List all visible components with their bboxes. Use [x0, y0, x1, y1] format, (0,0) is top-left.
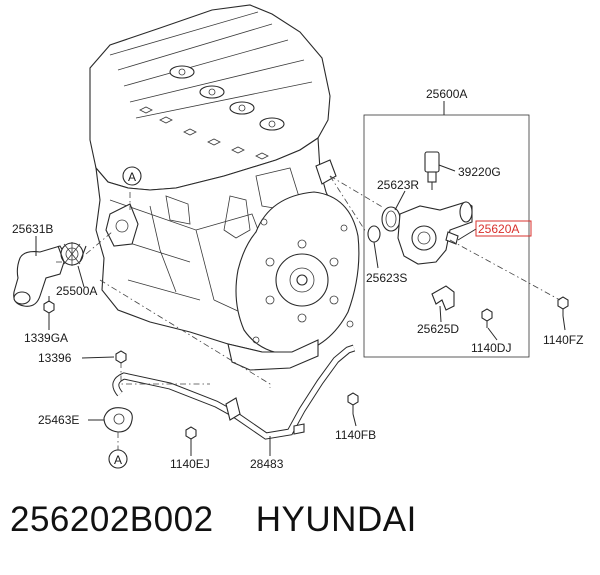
- callout-1140DJ[interactable]: 1140DJ: [471, 341, 511, 355]
- footer: 256202B002 HYUNDAI: [10, 500, 590, 560]
- water-pipe-28483[interactable]: [112, 344, 356, 440]
- phantom-lines: [56, 175, 561, 450]
- nut-13396[interactable]: [115, 350, 127, 364]
- callout-39220G[interactable]: 39220G: [458, 165, 501, 179]
- parts-diagram: A A 25600A 39220G 25623R 25620A 25623S 2…: [12, 4, 583, 471]
- marker-a-top-label: A: [128, 170, 136, 184]
- bolt-1140DJ[interactable]: [481, 308, 493, 328]
- callout-1140FZ[interactable]: 1140FZ: [543, 333, 583, 347]
- callout-1140FB[interactable]: 1140FB: [335, 428, 376, 442]
- thermostat-assembly: [13, 242, 133, 433]
- bolt-1339GA[interactable]: [43, 296, 55, 314]
- water-outlet-assembly: [367, 151, 493, 328]
- callout-25623S[interactable]: 25623S: [366, 271, 407, 285]
- gasket-25463E[interactable]: [103, 407, 133, 433]
- water-outlet-housing[interactable]: [397, 201, 473, 265]
- reference-marker-a-top: A: [122, 166, 142, 186]
- brand-name: HYUNDAI: [255, 500, 417, 539]
- spark-plug-wells: [169, 65, 285, 131]
- thermostat[interactable]: [57, 242, 87, 266]
- marker-a-bottom-label: A: [114, 453, 122, 467]
- bell-housing: [235, 191, 360, 355]
- reference-marker-a-bottom: A: [108, 449, 128, 469]
- gasket-25623S[interactable]: [367, 225, 381, 243]
- callout-25625D[interactable]: 25625D: [417, 322, 459, 336]
- callout-25500A[interactable]: 25500A: [56, 284, 97, 298]
- callout-25631B[interactable]: 25631B: [12, 222, 53, 236]
- engine-block: [89, 4, 360, 371]
- bolt-1140FZ[interactable]: [557, 296, 569, 316]
- callout-28483[interactable]: 28483: [250, 457, 284, 471]
- callout-25620A[interactable]: 25620A: [478, 222, 519, 236]
- bracket-25625D[interactable]: [431, 285, 455, 311]
- callout-1140EJ[interactable]: 1140EJ: [170, 457, 210, 471]
- callout-1339GA[interactable]: 1339GA: [24, 331, 68, 345]
- callout-13396[interactable]: 13396: [38, 351, 72, 365]
- inlet-elbow[interactable]: [13, 245, 67, 307]
- bolt-1140EJ[interactable]: [185, 426, 197, 446]
- callout-25463E[interactable]: 25463E: [38, 413, 79, 427]
- part-number: 256202B002: [10, 500, 214, 539]
- callout-25600A[interactable]: 25600A: [426, 87, 467, 101]
- temperature-sensor[interactable]: [424, 151, 440, 190]
- bolt-1140FB[interactable]: [347, 392, 359, 414]
- highlight-box-25620A: [475, 220, 532, 237]
- leader-lines: [35, 101, 566, 456]
- callout-25623R[interactable]: 25623R: [377, 178, 419, 192]
